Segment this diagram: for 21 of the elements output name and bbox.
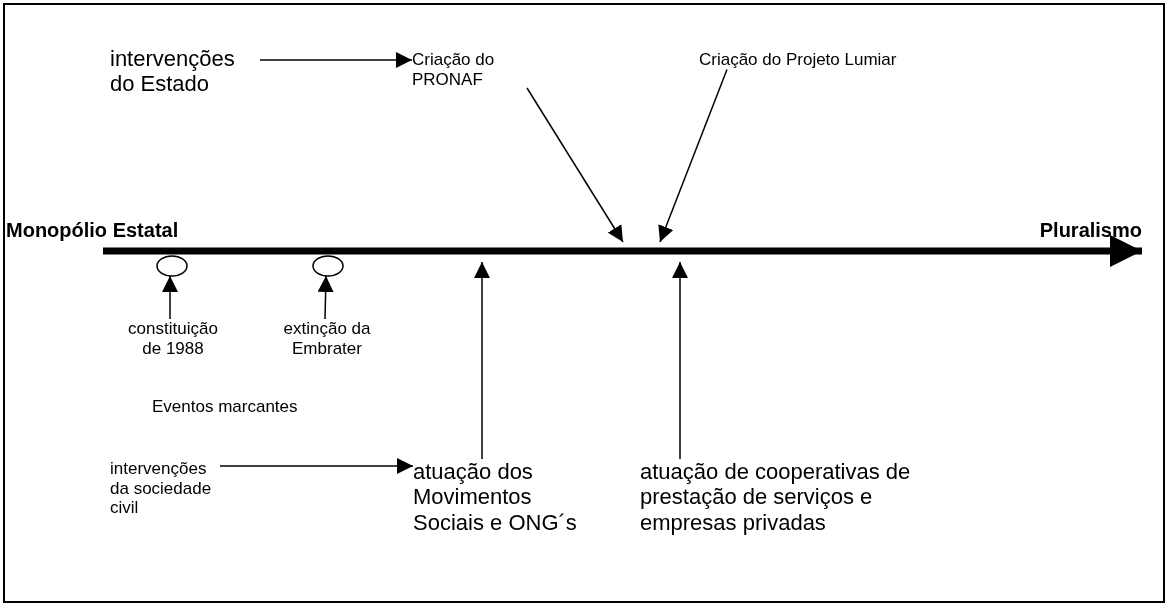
event-label: Criação do Projeto Lumiar (699, 50, 939, 70)
event-label: Criação do PRONAF (412, 50, 527, 90)
event-label: constituição de 1988 (118, 319, 228, 359)
timeline-end-label: Pluralismo (1000, 219, 1142, 251)
arrow (317, 275, 334, 320)
event-label: atuação dos Movimentos Sociais e ONG´s (413, 459, 583, 535)
timeline-start-label: Monopólio Estatal (6, 219, 266, 251)
event-label: intervenções da sociedade civil (110, 459, 220, 518)
event-label: intervenções do Estado (110, 46, 260, 97)
arrow (672, 261, 688, 460)
arrow (474, 261, 490, 460)
group-caption: Eventos marcantes (152, 397, 298, 417)
event-label: extinção da Embrater (272, 319, 382, 359)
arrow (219, 458, 414, 474)
event-label: atuação de cooperativas de prestação de serviços e empresas privadas (640, 459, 940, 535)
arrow (526, 87, 624, 243)
arrow (259, 52, 413, 68)
event-circle (312, 255, 344, 277)
event-circle (156, 255, 188, 277)
arrow (658, 68, 728, 243)
arrow (162, 275, 178, 320)
